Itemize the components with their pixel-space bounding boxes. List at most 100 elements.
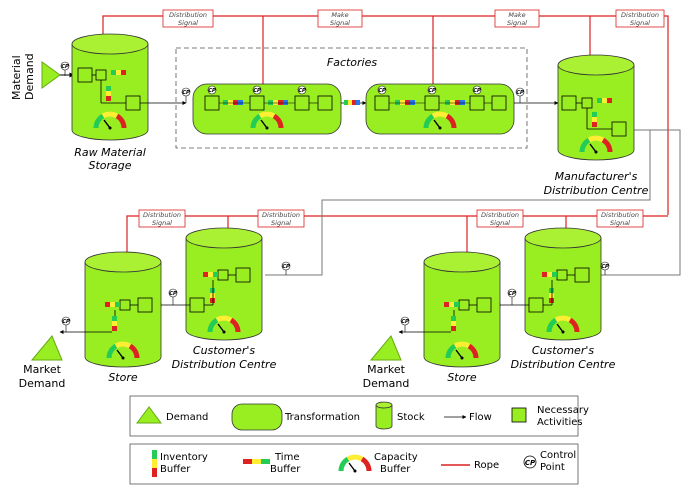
raw-material-label: Raw Material Storage: [74, 146, 146, 172]
signal-make-1: Make Signal: [317, 9, 363, 28]
svg-text:CP: CP: [601, 264, 609, 270]
capacity-gauges: [93, 111, 613, 360]
svg-text:Market: Market: [367, 363, 405, 376]
legend-flow: Flow: [469, 412, 492, 423]
stock-store-left: [59, 251, 162, 368]
legend-stock-icon: [375, 401, 393, 430]
svg-text:CP: CP: [428, 88, 436, 94]
svg-text:CP: CP: [182, 90, 190, 96]
svg-text:Make: Make: [508, 11, 525, 19]
legend-cp-1: Control: [540, 450, 576, 461]
market-demand-left-triangle: [30, 335, 63, 361]
gauge-factory-1: [250, 111, 284, 130]
legend-transformation-icon: [231, 403, 283, 431]
legend-rope: Rope: [474, 460, 499, 471]
cp-material: CP: [60, 61, 70, 76]
svg-text:Market: Market: [23, 363, 61, 376]
svg-text:Manufacturer's: Manufacturer's: [555, 170, 638, 183]
legend-row-1: Demand Transformation Stock Flow Necessa…: [129, 395, 589, 437]
svg-text:Signal: Signal: [152, 219, 172, 227]
signal-distribution-3: Distribution Signal: [138, 209, 186, 228]
gauge-store-left: [106, 341, 140, 360]
flow-lines: [265, 129, 681, 276]
flow-mdc-to-cdc-left: [265, 129, 651, 276]
gauge-raw: [93, 111, 127, 130]
svg-text:CP: CP: [282, 264, 290, 270]
svg-text:CP: CP: [208, 88, 216, 94]
cdc-right-label: Customer's Distribution Centre: [511, 344, 616, 371]
legend-inventory-icon: [152, 450, 157, 477]
svg-text:Signal: Signal: [610, 219, 630, 227]
gauge-mdc: [579, 135, 613, 154]
signal-make-2: Make Signal: [494, 9, 540, 28]
svg-text:CP: CP: [401, 319, 409, 325]
cp-market-right: CP: [400, 316, 410, 332]
legend-time-1: Time: [274, 452, 299, 463]
svg-text:CP: CP: [508, 291, 516, 297]
legend-capacity-1: Capacity: [374, 452, 418, 463]
svg-text:Distribution: Distribution: [143, 211, 181, 219]
inter-factory-buffer: [341, 100, 367, 105]
gauge-cdc-left: [207, 315, 241, 334]
cp-cdc-right-in: CP: [600, 261, 610, 275]
cp-f1-c: CP: [297, 85, 307, 95]
stock-raw-material: [71, 33, 187, 141]
stock-cdc-right: [496, 227, 602, 341]
svg-text:Signal: Signal: [507, 19, 527, 27]
svg-text:Signal: Signal: [630, 19, 650, 27]
svg-text:Distribution: Distribution: [169, 11, 207, 19]
legend-activities-2: Activities: [537, 417, 583, 428]
cp-factory-in: CP: [181, 87, 191, 103]
factories-group: Factories: [175, 47, 528, 149]
stock-cdc-left: [157, 227, 263, 341]
factories-title: Factories: [327, 56, 378, 69]
cp-f2-b: CP: [427, 85, 437, 95]
cp-f2-c: CP: [472, 85, 482, 95]
transformation-factory-1: [192, 83, 342, 135]
svg-text:CP: CP: [525, 459, 536, 467]
legend-demand: Demand: [166, 412, 208, 423]
legend-cp-icon: CP: [523, 455, 537, 469]
store-left-label: Store: [108, 371, 138, 384]
legend-activities-1: Necessary: [537, 405, 589, 416]
svg-text:Raw Material: Raw Material: [74, 146, 146, 159]
svg-text:Signal: Signal: [330, 19, 350, 27]
cdc-left-label: Customer's Distribution Centre: [172, 344, 277, 371]
market-demand-right-triangle: [369, 335, 402, 361]
cp-f1-b: CP: [252, 85, 262, 95]
legend-row-2: Inventory Buffer Time Buffer Capacity Bu…: [129, 443, 579, 485]
cp-mdc-in: CP: [515, 87, 525, 103]
cp-f1-a: CP: [207, 85, 217, 95]
svg-text:Customer's: Customer's: [532, 344, 594, 357]
svg-text:Make: Make: [331, 11, 348, 19]
svg-text:Demand: Demand: [19, 377, 66, 390]
signal-labels: Distribution Signal Make Signal Make Sig…: [138, 9, 665, 228]
factories-boundary: [175, 47, 528, 149]
svg-text:CP: CP: [473, 88, 481, 94]
svg-text:Signal: Signal: [490, 219, 510, 227]
signal-distribution-5: Distribution Signal: [476, 209, 524, 228]
cp-cdc-left-in: CP: [281, 261, 291, 275]
legend-transformation: Transformation: [284, 412, 360, 423]
signal-distribution-4: Distribution Signal: [257, 209, 305, 228]
legend-capacity-icon: [338, 454, 372, 473]
control-points: CP CP CP CP CP CP CP CP CP CP CP CP CP C…: [60, 61, 610, 332]
store-right-label: Store: [447, 371, 477, 384]
svg-text:Storage: Storage: [88, 159, 131, 172]
cp-store-right-in: CP: [507, 288, 517, 305]
legend-inventory-1: Inventory: [160, 452, 208, 463]
stock-mdc: [557, 54, 635, 161]
cp-f2-a: CP: [377, 85, 387, 95]
cp-store-left-in: CP: [168, 288, 178, 305]
legend-capacity-2: Buffer: [380, 464, 411, 475]
gauge-cdc-right: [546, 315, 580, 334]
svg-text:Demand: Demand: [363, 377, 410, 390]
svg-text:Distribution: Distribution: [601, 211, 639, 219]
material-demand: Material Demand: [10, 53, 75, 100]
signal-distribution-2: Distribution Signal: [615, 9, 665, 28]
market-demand-right: Market Demand: [363, 335, 410, 390]
cp-market-left: CP: [61, 316, 71, 332]
legend-time-icon: [243, 459, 270, 464]
